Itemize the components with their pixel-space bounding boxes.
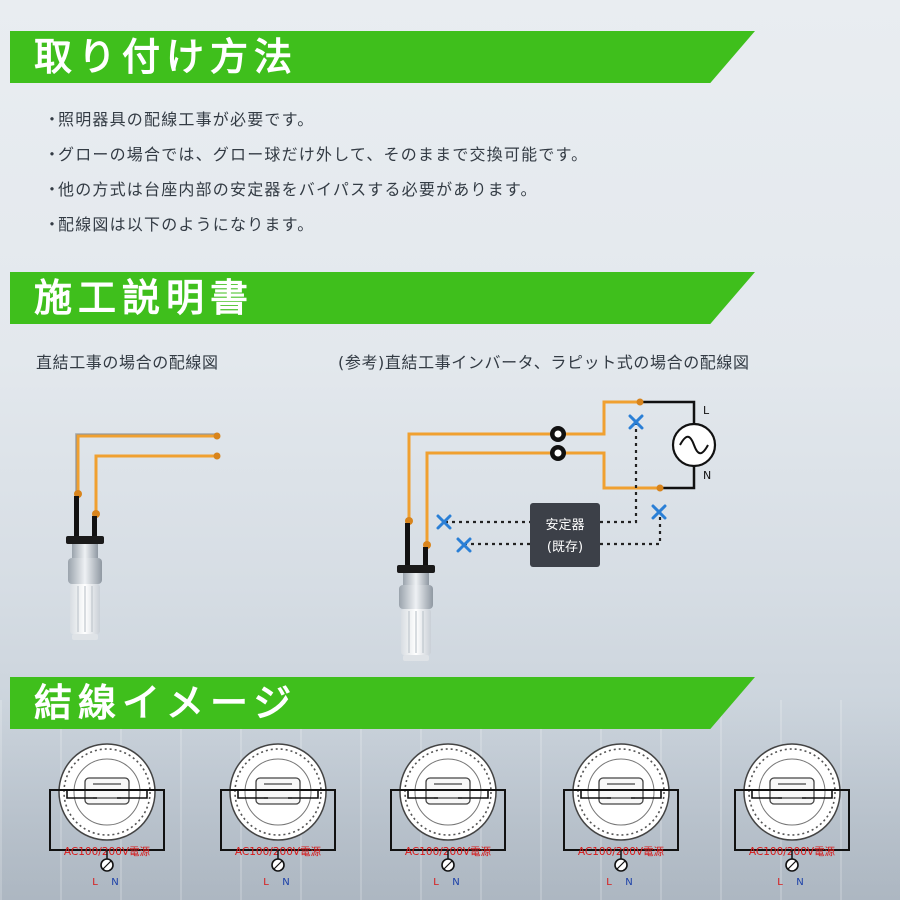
- bullet-marker: ・: [44, 215, 62, 234]
- fixture-wire: [580, 790, 611, 799]
- connector-terminal: [550, 426, 566, 442]
- lamp-cap: [66, 536, 104, 544]
- lamp-pin: [423, 547, 428, 567]
- cut-mark-icon: [628, 414, 644, 430]
- bullet-text: 照明器具の配線工事が必要です。: [58, 110, 315, 129]
- lamp-ring: [73, 758, 141, 826]
- ballast-label-existing: (既存): [547, 540, 583, 555]
- bullet-text: 他の方式は台座内部の安定器をバイパスする必要があります。: [58, 180, 538, 199]
- ceiling-plate-rim: [577, 748, 665, 836]
- section-banner-instructions: 施工説明書: [10, 272, 755, 324]
- fixture-diagram: AC100/200V電源LN: [563, 743, 679, 888]
- bullet-item: ・照明器具の配線工事が必要です。: [44, 104, 864, 139]
- ceiling-plate-rim: [404, 748, 492, 836]
- outlet-slash: [443, 860, 453, 870]
- section-title-instructions: 施工説明書: [34, 276, 255, 320]
- bullet-text: 配線図は以下のようになります。: [58, 215, 315, 234]
- fixture-wire: [66, 790, 97, 799]
- neutral-label: N: [282, 877, 289, 888]
- bullet-marker: ・: [44, 145, 62, 164]
- live-label: L: [433, 877, 439, 888]
- ceiling-plate-rim: [748, 748, 836, 836]
- fixture-wire: [458, 790, 489, 799]
- ballast-box: 安定器 (既存): [530, 503, 600, 567]
- outlet-slash: [102, 860, 112, 870]
- ceiling-plate-rim: [234, 748, 322, 836]
- bullet-text: グローの場合では、グロー球だけ外して、そのままで交換可能です。: [58, 145, 589, 164]
- fixture-wire: [407, 790, 438, 799]
- fixture-wire: [117, 790, 148, 799]
- lamp-ring: [414, 758, 482, 826]
- cut-mark-icon: [456, 537, 472, 553]
- fixture-wire: [751, 790, 782, 799]
- fixture-wire: [631, 790, 662, 799]
- cut-mark-icon: [436, 514, 452, 530]
- bullet-item: ・配線図は以下のようになります。: [44, 209, 864, 244]
- live-label: L: [703, 404, 710, 417]
- wire-outline: [75, 433, 217, 494]
- lamp-pin: [92, 516, 97, 538]
- neutral-label: N: [625, 877, 632, 888]
- lamp-pin: [405, 523, 410, 565]
- live-label: L: [92, 877, 98, 888]
- fixture-wire: [288, 790, 319, 799]
- outlet-slash: [787, 860, 797, 870]
- led-lamp: [68, 544, 102, 640]
- neutral-label: N: [796, 877, 803, 888]
- lamp-ring: [758, 758, 826, 826]
- lamp-ring: [244, 758, 312, 826]
- fixture-diagram: AC100/200V電源LN: [220, 743, 336, 888]
- cut-mark-icon: [651, 504, 667, 520]
- section-title-wiring-image: 結線イメージ: [34, 681, 298, 725]
- wiring-fixture-row: AC100/200V電源LNAC100/200V電源LNAC100/200V電源…: [49, 743, 850, 888]
- terminal-dot: [656, 484, 664, 492]
- diagram-caption-inverter: (参考)直結工事インバータ、ラピット式の場合の配線図: [338, 353, 750, 372]
- bullet-item: ・グローの場合では、グロー球だけ外して、そのままで交換可能です。: [44, 139, 864, 174]
- terminal-dot: [213, 452, 221, 460]
- lamp-pin: [74, 496, 79, 538]
- fixture-diagram: AC100/200V電源LN: [734, 743, 850, 888]
- live-label: L: [777, 877, 783, 888]
- instruction-bullets: ・照明器具の配線工事が必要です。 ・グローの場合では、グロー球だけ外して、そのま…: [44, 104, 864, 244]
- lamp-cap: [397, 565, 435, 573]
- diagram-caption-direct: 直結工事の場合の配線図: [36, 353, 219, 372]
- fixture-wire: [802, 790, 833, 799]
- fixture-diagram: AC100/200V電源LN: [390, 743, 506, 888]
- mains-wire: [640, 400, 696, 490]
- connector-terminal: [550, 445, 566, 461]
- bullet-item: ・他の方式は台座内部の安定器をバイパスする必要があります。: [44, 174, 864, 209]
- sine-wave-icon: [679, 435, 709, 455]
- orange-wire: [76, 434, 217, 514]
- outlet-slash: [273, 860, 283, 870]
- orange-wire: [407, 400, 660, 545]
- neutral-label: N: [111, 877, 118, 888]
- led-lamp: [399, 573, 433, 661]
- bullet-marker: ・: [44, 180, 62, 199]
- live-label: L: [606, 877, 612, 888]
- live-label: L: [263, 877, 269, 888]
- inverter-wiring-diagram: L N 安定器 (既存): [397, 398, 717, 661]
- terminal-dot: [636, 398, 644, 406]
- section-title-installation: 取り付け方法: [34, 35, 299, 79]
- fixture-diagram: AC100/200V電源LN: [49, 743, 165, 888]
- fixture-wire: [237, 790, 268, 799]
- bullet-marker: ・: [44, 110, 62, 129]
- removed-wiring: [445, 420, 662, 546]
- neutral-label: N: [703, 469, 711, 482]
- lamp-ring: [587, 758, 655, 826]
- neutral-label: N: [452, 877, 459, 888]
- ceiling-plate-rim: [63, 748, 151, 836]
- direct-wiring-diagram: [66, 432, 221, 640]
- section-banner-installation: 取り付け方法: [10, 31, 755, 83]
- section-banner-wiring-image: 結線イメージ: [10, 677, 755, 729]
- outlet-slash: [616, 860, 626, 870]
- ballast-label: 安定器: [545, 518, 584, 533]
- terminal-dot: [213, 432, 221, 440]
